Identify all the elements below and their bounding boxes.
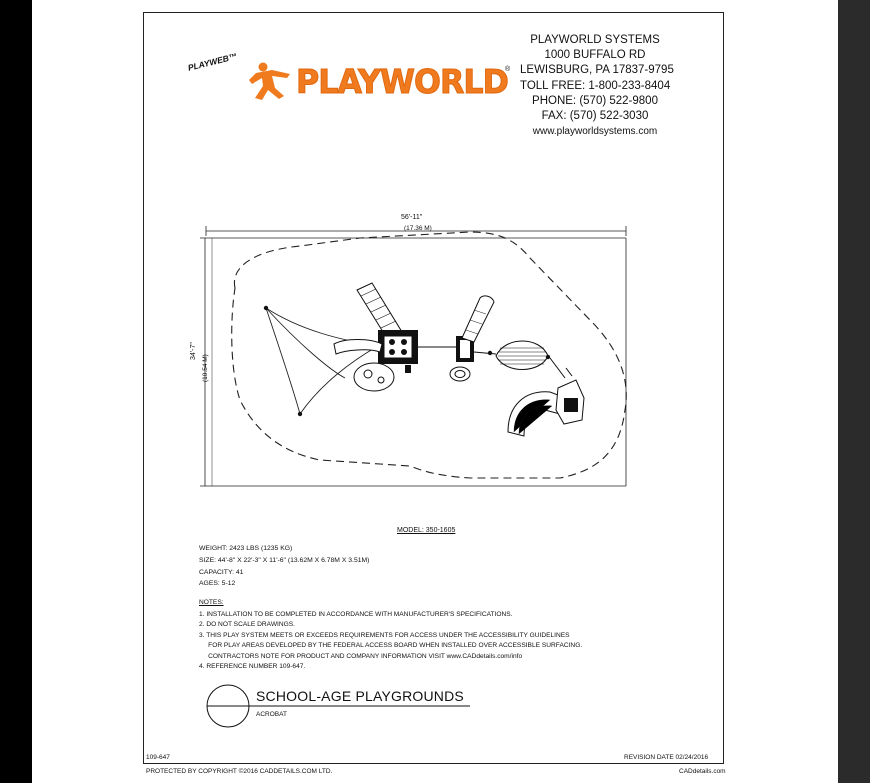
company-phone: PHONE: (570) 522-9800	[532, 94, 658, 107]
drawing-sheet-border	[143, 12, 724, 764]
notes-heading: NOTES:	[199, 599, 224, 606]
spec-size: SIZE: 44'-8" X 22'-3" X 11'-6" (13.62M X…	[199, 557, 370, 564]
revision-date: REVISION DATE 02/24/2016	[624, 754, 709, 761]
note-item: FOR PLAY AREAS DEVELOPED BY THE FEDERAL …	[199, 642, 583, 649]
spec-ages: AGES: 5-12	[199, 580, 236, 587]
company-fax: FAX: (570) 522-3030	[541, 110, 649, 123]
note-item: CONTRACTORS NOTE FOR PRODUCT AND COMPANY…	[199, 652, 523, 660]
title-block-title: SCHOOL-AGE PLAYGROUNDS	[256, 688, 464, 704]
note-item: 4. REFERENCE NUMBER 109-647.	[199, 663, 306, 670]
height-dimension-metric: (10.54 M)	[202, 354, 209, 382]
company-address-block: PLAYWORLD SYSTEMS 1000 BUFFALO RD LEWISB…	[520, 33, 674, 139]
right-margin	[838, 0, 870, 783]
title-block-subtitle: ACROBAT	[256, 711, 287, 718]
copyright-notice: PROTECTED BY COPYRIGHT ©2016 CADDETAILS.…	[146, 768, 333, 775]
company-street: 1000 BUFFALO RD	[544, 49, 646, 62]
width-dimension: 56'-11"	[401, 214, 423, 221]
company-website: www.playworldsystems.com	[532, 126, 658, 138]
playworld-wordmark: PLAYWORLD	[296, 62, 510, 102]
registered-mark: ®	[505, 66, 511, 73]
note-item: 1. INSTALLATION TO BE COMPLETED IN ACCOR…	[199, 610, 513, 618]
model-number: MODEL: 350-1605	[397, 527, 456, 534]
cad-brand: CADdetails.com	[679, 768, 726, 775]
spec-capacity: CAPACITY: 41	[199, 569, 244, 576]
note-item: 3. THIS PLAY SYSTEM MEETS OR EXCEEDS REQ…	[199, 631, 570, 639]
width-dimension-metric: (17.36 M)	[404, 225, 432, 232]
company-toll-free: TOLL FREE: 1-800-233-8404	[520, 79, 671, 92]
notes-block: NOTES: 1. INSTALLATION TO BE COMPLETED I…	[199, 598, 582, 673]
left-margin	[0, 0, 32, 783]
company-name: PLAYWORLD SYSTEMS	[530, 34, 660, 46]
company-city: LEWISBURG, PA 17837-9795	[520, 64, 674, 77]
reference-number: 109-647	[146, 754, 170, 761]
note-item: 2. DO NOT SCALE DRAWINGS.	[199, 621, 295, 628]
spec-weight: WEIGHT: 2423 LBS (1235 KG)	[199, 545, 293, 552]
height-dimension: 34'-7"	[190, 342, 197, 360]
